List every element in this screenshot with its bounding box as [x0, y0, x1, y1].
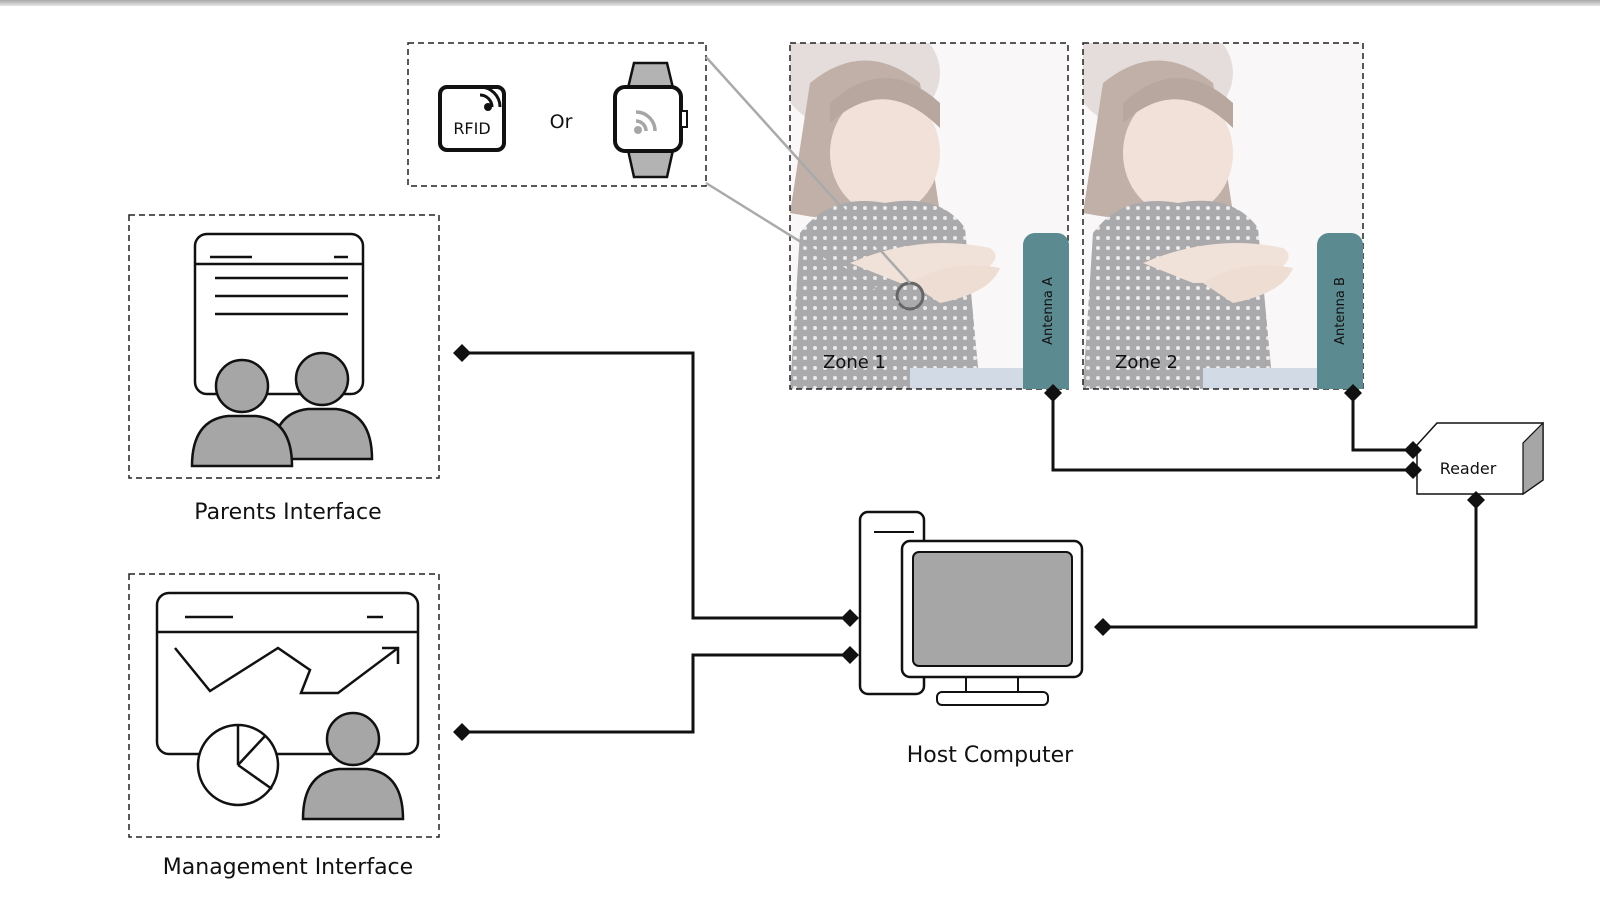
parents-interface-label: Parents Interface — [194, 500, 381, 525]
tag-options-box: RFID Or — [407, 42, 707, 187]
zone-2-label: Zone 2 — [1115, 352, 1178, 373]
reader-device: Reader — [1416, 421, 1544, 496]
host-computer-label: Host Computer — [907, 743, 1074, 768]
pie-chart-icon — [196, 723, 280, 807]
zoom-callout-lines — [705, 56, 911, 305]
antenna-b-label: Antenna B — [1333, 277, 1348, 345]
zone-2-panel: Antenna B Zone 2 — [1082, 42, 1364, 390]
host-computer-icon — [858, 510, 1084, 706]
antenna-a-label: Antenna A — [1041, 277, 1056, 345]
parents-interface-box — [128, 214, 440, 479]
zone-1-label: Zone 1 — [823, 352, 886, 373]
or-label: Or — [550, 111, 573, 133]
rfid-label: RFID — [453, 119, 490, 138]
reader-label: Reader — [1440, 459, 1497, 478]
smartwatch-icon — [613, 61, 688, 179]
dashboard-screen-icon — [155, 591, 420, 756]
connector-diamonds — [453, 344, 1485, 741]
zone-1-panel: Antenna A Zone 1 — [789, 42, 1069, 390]
management-interface-box — [128, 573, 440, 838]
connection-lines — [462, 351, 1478, 734]
management-interface-label: Management Interface — [163, 855, 413, 880]
top-edge-bar — [0, 0, 1600, 6]
rfid-card-icon: RFID — [438, 85, 506, 152]
